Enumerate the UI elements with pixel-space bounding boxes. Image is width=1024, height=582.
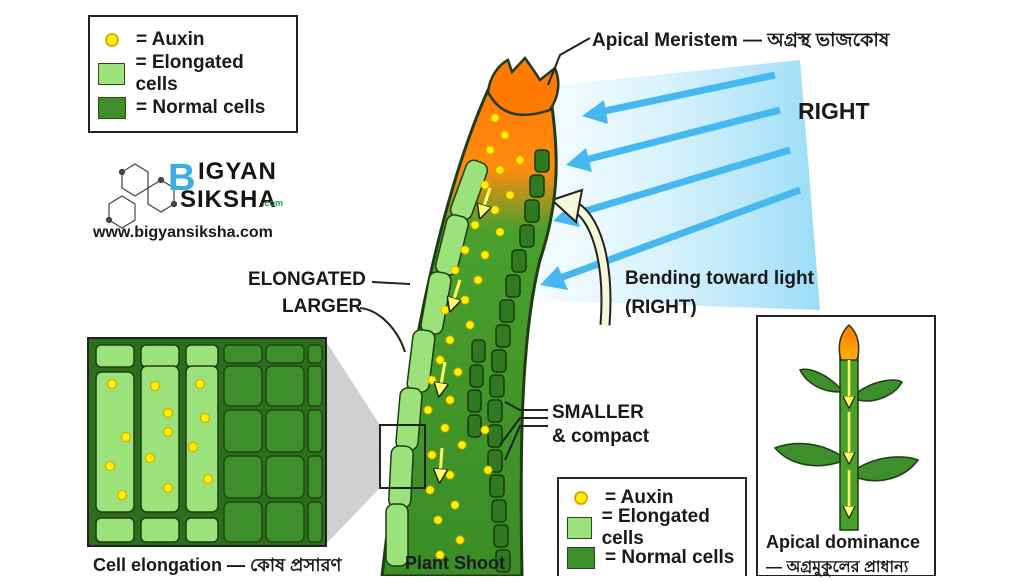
- apical-meristem-tip: [486, 56, 560, 117]
- apical-dominance-bn-label: — অগ্রমুকুলের প্রাধান্য: [766, 559, 909, 576]
- apical-meristem-label: Apical Meristem — অগ্রস্থ ভাজকোষ: [592, 30, 890, 51]
- pointer-lines: [359, 37, 591, 461]
- legend-row-elongated: = Elongated cells: [98, 52, 288, 95]
- elongated-label: ELONGATED: [248, 269, 366, 290]
- apical-dominance-panel: [756, 315, 936, 577]
- larger-label: LARGER: [282, 296, 363, 317]
- legend-bottom: = Auxin = Elongated cells = Normal cells: [557, 477, 747, 576]
- svg-text:B: B: [168, 157, 195, 199]
- legend-label: = Elongated cells: [601, 506, 710, 549]
- legend-row-normal: = Normal cells: [567, 543, 737, 573]
- legend-top: = Auxin = Elongated cells = Normal cells: [88, 15, 298, 133]
- brand-url: www.bigyansiksha.com: [93, 224, 273, 241]
- right-label: RIGHT: [798, 98, 870, 124]
- legend-label: = Elongated cells: [135, 52, 244, 95]
- legend-label: = Normal cells: [136, 97, 266, 118]
- legend-row-elongated: = Elongated cells: [567, 506, 737, 549]
- plant-shoot: [380, 56, 560, 578]
- light-rays: [540, 71, 802, 290]
- auxin-flow-arrows: [440, 187, 490, 476]
- legend-row-auxin: = Auxin: [567, 483, 737, 513]
- cell-elongation-label: Cell elongation — কোষ প্রসারণ: [93, 555, 342, 575]
- bending-label: Bending toward light: [625, 268, 814, 289]
- auxin-dot-icon: [105, 33, 119, 47]
- brand-line1: IGYAN: [198, 158, 277, 185]
- auxin-dot-icon: [574, 491, 588, 505]
- normal-swatch: [98, 97, 126, 119]
- zoom-indicator: [325, 340, 426, 545]
- elongated-cells-column: [385, 159, 489, 567]
- bending-sub-label: (RIGHT): [625, 297, 697, 318]
- apical-dominance-label: Apical dominance: [766, 532, 921, 552]
- compact-cells-column: [467, 149, 550, 573]
- brand-logo-mark: B: [105, 157, 195, 229]
- auxin-dots: [423, 113, 525, 560]
- compact-label: & compact: [552, 426, 650, 447]
- plant-shoot-label: Plant Shoot: [405, 553, 505, 573]
- legend-label: = Auxin: [136, 29, 205, 50]
- smaller-label: SMALLER: [552, 402, 644, 423]
- bending-arrow: [550, 188, 612, 326]
- legend-label: = Auxin: [605, 487, 674, 508]
- brand-suffix: .com: [262, 198, 284, 208]
- legend-row-normal: = Normal cells: [98, 91, 288, 125]
- elongated-swatch: [567, 517, 592, 539]
- elongated-swatch: [98, 63, 126, 85]
- normal-swatch: [567, 547, 595, 569]
- legend-label: = Normal cells: [605, 547, 735, 568]
- legend-row-auxin: = Auxin: [98, 23, 288, 57]
- brand-line2: SIKSHA: [180, 186, 277, 213]
- cell-elongation-panel: [87, 337, 327, 547]
